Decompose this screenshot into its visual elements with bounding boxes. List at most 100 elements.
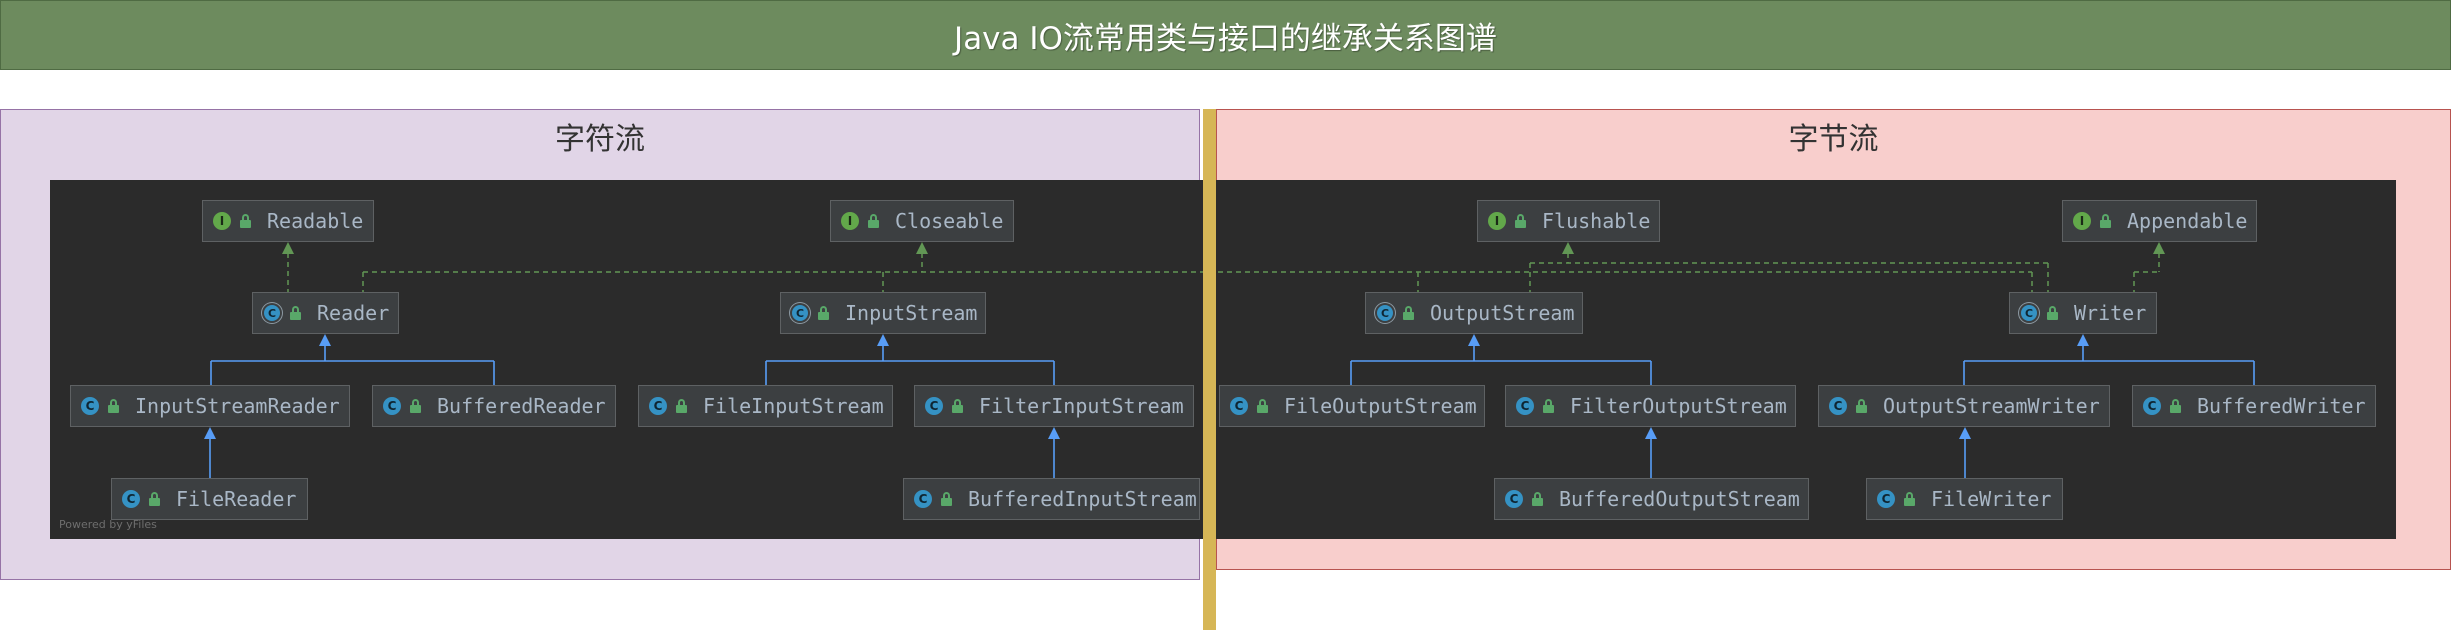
node-closeable[interactable]: I Closeable bbox=[830, 200, 1014, 242]
node-label: InputStream bbox=[845, 301, 978, 325]
class-icon: C bbox=[914, 490, 932, 508]
icon-letter: C bbox=[1380, 306, 1390, 320]
node-bufferedinputstream[interactable]: C BufferedInputStream bbox=[903, 478, 1200, 520]
icon-letter: C bbox=[387, 399, 397, 413]
abstract-class-icon: C bbox=[2021, 305, 2037, 321]
node-label: Writer bbox=[2074, 301, 2147, 325]
lock-icon bbox=[1543, 399, 1554, 413]
node-label: FileWriter bbox=[1931, 487, 2052, 511]
lock-icon bbox=[818, 306, 829, 320]
page-title: Java IO流常用类与接口的继承关系图谱 bbox=[954, 20, 1497, 57]
node-writer[interactable]: C Writer bbox=[2009, 292, 2157, 334]
lock-icon bbox=[240, 214, 251, 228]
interface-icon: I bbox=[1488, 212, 1506, 230]
node-label: FilterOutputStream bbox=[1570, 394, 1787, 418]
lock-icon bbox=[108, 399, 119, 413]
class-icon: C bbox=[2143, 397, 2161, 415]
node-label: BufferedReader bbox=[437, 394, 606, 418]
lock-icon bbox=[2170, 399, 2181, 413]
node-flushable[interactable]: I Flushable bbox=[1477, 200, 1660, 242]
icon-letter: C bbox=[1881, 492, 1891, 506]
icon-letter: C bbox=[126, 492, 136, 506]
icon-letter: I bbox=[2079, 214, 2085, 228]
node-label: InputStreamReader bbox=[135, 394, 340, 418]
icon-letter: C bbox=[1833, 399, 1843, 413]
lock-icon bbox=[1532, 492, 1543, 506]
node-fileoutputstream[interactable]: C FileOutputStream bbox=[1219, 385, 1485, 427]
lock-icon bbox=[676, 399, 687, 413]
class-icon: C bbox=[1829, 397, 1847, 415]
node-filewriter[interactable]: C FileWriter bbox=[1866, 478, 2063, 520]
node-filteroutputstream[interactable]: C FilterOutputStream bbox=[1505, 385, 1796, 427]
lock-icon bbox=[2100, 214, 2111, 228]
lock-icon bbox=[1856, 399, 1867, 413]
icon-letter: C bbox=[267, 306, 277, 320]
node-bufferedoutputstream[interactable]: C BufferedOutputStream bbox=[1494, 478, 1809, 520]
icon-letter: C bbox=[1520, 399, 1530, 413]
lock-icon bbox=[868, 214, 879, 228]
abstract-class-icon: C bbox=[1377, 305, 1393, 321]
lock-icon bbox=[149, 492, 160, 506]
node-reader[interactable]: C Reader bbox=[252, 292, 399, 334]
node-label: OutputStream bbox=[1430, 301, 1575, 325]
class-icon: C bbox=[81, 397, 99, 415]
icon-letter: C bbox=[929, 399, 939, 413]
node-readable[interactable]: I Readable bbox=[202, 200, 374, 242]
icon-letter: C bbox=[85, 399, 95, 413]
icon-letter: C bbox=[918, 492, 928, 506]
lock-icon bbox=[290, 306, 301, 320]
node-label: FilterInputStream bbox=[979, 394, 1184, 418]
lock-icon bbox=[2047, 306, 2058, 320]
icon-letter: I bbox=[219, 214, 225, 228]
class-icon: C bbox=[1516, 397, 1534, 415]
node-label: Closeable bbox=[895, 209, 1004, 233]
interface-icon: I bbox=[841, 212, 859, 230]
node-label: OutputStreamWriter bbox=[1883, 394, 2100, 418]
lock-icon bbox=[410, 399, 421, 413]
lock-icon bbox=[1515, 214, 1526, 228]
node-filterinputstream[interactable]: C FilterInputStream bbox=[914, 385, 1194, 427]
node-filereader[interactable]: C FileReader bbox=[111, 478, 308, 520]
page-title-bar: Java IO流常用类与接口的继承关系图谱 bbox=[0, 0, 2451, 70]
class-icon: C bbox=[383, 397, 401, 415]
icon-letter: C bbox=[795, 306, 805, 320]
node-label: BufferedInputStream bbox=[968, 487, 1197, 511]
node-label: Reader bbox=[317, 301, 390, 325]
abstract-class-icon: C bbox=[264, 305, 280, 321]
interface-icon: I bbox=[213, 212, 231, 230]
node-outputstream[interactable]: C OutputStream bbox=[1365, 292, 1583, 334]
node-label: FileReader bbox=[176, 487, 297, 511]
char-stream-panel-title: 字符流 bbox=[555, 122, 645, 157]
node-label: BufferedWriter bbox=[2197, 394, 2366, 418]
node-appendable[interactable]: I Appendable bbox=[2062, 200, 2257, 242]
yfiles-watermark: Powered by yFiles bbox=[59, 518, 157, 531]
icon-letter: C bbox=[653, 399, 663, 413]
node-bufferedwriter[interactable]: C BufferedWriter bbox=[2132, 385, 2376, 427]
lock-icon bbox=[1904, 492, 1915, 506]
abstract-class-icon: C bbox=[792, 305, 808, 321]
class-icon: C bbox=[1505, 490, 1523, 508]
node-inputstreamreader[interactable]: C InputStreamReader bbox=[70, 385, 350, 427]
lock-icon bbox=[952, 399, 963, 413]
class-icon: C bbox=[1877, 490, 1895, 508]
icon-letter: C bbox=[1509, 492, 1519, 506]
lock-icon bbox=[941, 492, 952, 506]
node-bufferedreader[interactable]: C BufferedReader bbox=[372, 385, 616, 427]
node-label: Readable bbox=[267, 209, 364, 233]
node-inputstream[interactable]: C InputStream bbox=[780, 292, 986, 334]
panel-divider bbox=[1203, 109, 1216, 630]
icon-letter: I bbox=[847, 214, 853, 228]
node-label: FileInputStream bbox=[703, 394, 884, 418]
node-label: FileOutputStream bbox=[1284, 394, 1477, 418]
class-icon: C bbox=[649, 397, 667, 415]
node-label: BufferedOutputStream bbox=[1559, 487, 1800, 511]
icon-letter: C bbox=[1234, 399, 1244, 413]
node-fileinputstream[interactable]: C FileInputStream bbox=[638, 385, 893, 427]
lock-icon bbox=[1257, 399, 1268, 413]
icon-letter: C bbox=[2024, 306, 2034, 320]
class-icon: C bbox=[925, 397, 943, 415]
class-icon: C bbox=[122, 490, 140, 508]
class-icon: C bbox=[1230, 397, 1248, 415]
node-outputstreamwriter[interactable]: C OutputStreamWriter bbox=[1818, 385, 2110, 427]
node-label: Appendable bbox=[2127, 209, 2248, 233]
